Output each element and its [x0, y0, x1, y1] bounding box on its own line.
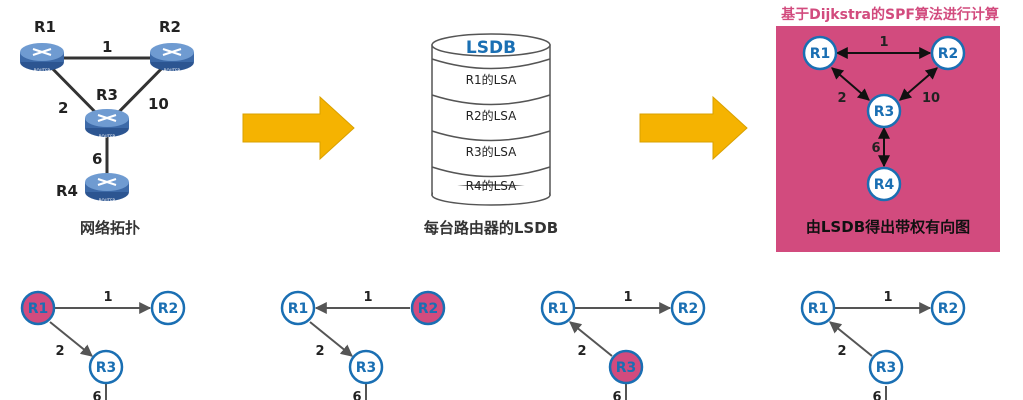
tree-node-label: R3	[616, 360, 637, 376]
link-cost-r3-r4: 6	[92, 150, 103, 168]
tree-edge-weight: 2	[837, 344, 846, 359]
graph-node-label: R4	[874, 177, 895, 193]
tree-edge-weight: 6	[612, 390, 621, 400]
tree-node-label: R1	[808, 301, 829, 317]
router-badge: ROUTER	[164, 68, 181, 73]
tree-edge-weight: 6	[352, 390, 361, 400]
tree-root-node	[410, 290, 446, 326]
tree-node-label: R3	[356, 360, 377, 376]
graph-edge-weight: 2	[837, 91, 846, 106]
router-label-r4: R4	[56, 182, 78, 200]
tree-node-label: R3	[96, 360, 117, 376]
tree-edge-weight: 1	[363, 290, 372, 305]
tree-node-label: R1	[548, 301, 569, 317]
tree-node-label: R2	[418, 301, 439, 317]
router-badge: ROUTER	[99, 134, 116, 139]
tree-node	[348, 349, 384, 385]
tree-edge-weight: 2	[577, 344, 586, 359]
graph-node-r4	[866, 166, 902, 202]
link-cost-r2-r3: 10	[148, 95, 169, 113]
tree-node	[800, 290, 836, 326]
tree-root-node	[20, 290, 56, 326]
lsdb-title: LSDB	[466, 38, 516, 58]
router-label-r2: R2	[159, 18, 181, 36]
graph-node-r1	[802, 35, 838, 71]
tree-node-label: R2	[938, 301, 959, 317]
router-label-r3: R3	[96, 86, 118, 104]
tree-root-node	[608, 349, 644, 385]
tree-edge-weight: 6	[92, 390, 101, 400]
tree-node-label: R2	[158, 301, 179, 317]
tree-node	[150, 290, 186, 326]
router-badge: ROUTER	[99, 198, 116, 203]
link-cost-r1-r2: 1	[102, 38, 113, 56]
lsdb-row: R4的LSA	[466, 178, 517, 193]
graph-edge-weight: 6	[871, 141, 880, 156]
lsdb-caption: 每台路由器的LSDB	[423, 219, 559, 237]
tree-node	[88, 349, 124, 385]
tree-node	[280, 290, 316, 326]
spf-title: 基于Dijkstra的SPF算法进行计算	[781, 7, 999, 23]
graph-edge-weight: 10	[922, 91, 940, 106]
tree-node	[930, 290, 966, 326]
tree-edge-weight: 1	[103, 290, 112, 305]
graph-caption: 由LSDB得出带权有向图	[805, 218, 971, 236]
router-badge: ROUTER	[34, 68, 51, 73]
lsdb-row: R3的LSA	[466, 144, 517, 159]
tree-node	[540, 290, 576, 326]
graph-node-label: R3	[874, 104, 895, 120]
tree-edge-weight: 6	[872, 390, 881, 400]
lsdb-row: R1的LSA	[466, 72, 517, 87]
tree-node	[670, 290, 706, 326]
router-label-r1: R1	[34, 18, 56, 36]
tree-edge-weight: 2	[315, 344, 324, 359]
link-cost-r1-r3: 2	[58, 99, 69, 117]
tree-node	[868, 349, 904, 385]
tree-node-label: R2	[678, 301, 699, 317]
topology-caption: 网络拓扑	[79, 219, 140, 237]
tree-node-label: R1	[288, 301, 309, 317]
graph-node-r2	[930, 35, 966, 71]
lsdb-row: R2的LSA	[466, 108, 517, 123]
tree-node-label: R1	[28, 301, 49, 317]
tree-edge-weight: 1	[623, 290, 632, 305]
tree-edge-weight: 1	[883, 290, 892, 305]
tree-edge-weight: 2	[55, 344, 64, 359]
graph-node-r3	[866, 93, 902, 129]
tree-node-label: R3	[876, 360, 897, 376]
graph-node-label: R1	[810, 46, 831, 62]
graph-node-label: R2	[938, 46, 959, 62]
graph-edge-weight: 1	[879, 35, 888, 50]
